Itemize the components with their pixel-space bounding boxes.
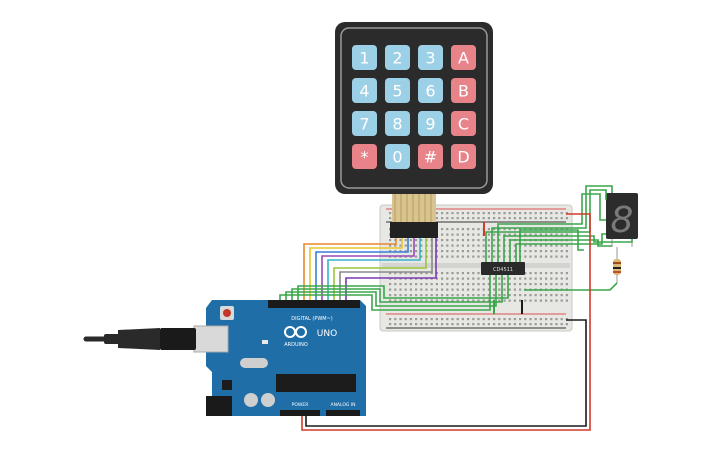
- wire-green-10: [515, 233, 606, 262]
- capacitor: [244, 393, 258, 407]
- keypad-key-label: *: [361, 148, 369, 167]
- power-header: [280, 410, 320, 416]
- atmega-chip: [276, 374, 356, 392]
- keypad-key-7[interactable]: 7: [352, 111, 377, 136]
- usb-cable[interactable]: [83, 325, 229, 353]
- arduino-uno[interactable]: DIGITAL (PWM~) ARDUINO UNO POWER ANALOG …: [206, 300, 366, 416]
- keypad-key-label: 6: [425, 82, 435, 101]
- wire-green-12: [524, 282, 618, 291]
- keypad-key-label: C: [458, 115, 469, 134]
- keypad-key-label: A: [458, 49, 469, 68]
- wire-green-5: [485, 189, 607, 262]
- keypad-key-8[interactable]: 8: [385, 111, 410, 136]
- keypad[interactable]: 1 2 3 A 4 5 6 B 7 8 9 C * 0 # D: [335, 22, 493, 238]
- keypad-key-hash[interactable]: #: [418, 144, 443, 169]
- keypad-key-6[interactable]: 6: [418, 78, 443, 103]
- keypad-key-c[interactable]: C: [451, 111, 476, 136]
- ic-cd4511[interactable]: CD4511: [481, 262, 525, 275]
- keypad-ribbon: [390, 194, 438, 238]
- keypad-key-label: 7: [359, 115, 369, 134]
- wire-green-7: [497, 193, 606, 262]
- keypad-key-3[interactable]: 3: [418, 45, 443, 70]
- keypad-key-9[interactable]: 9: [418, 111, 443, 136]
- analog-label: ANALOG IN: [330, 402, 355, 408]
- keypad-key-5[interactable]: 5: [385, 78, 410, 103]
- wire-green-6: [491, 185, 613, 262]
- ic-label: CD4511: [493, 267, 513, 273]
- wire-green-11: [519, 229, 584, 262]
- keypad-key-star[interactable]: *: [352, 144, 377, 169]
- wire-green-9: [509, 239, 612, 262]
- wires: [279, 185, 633, 431]
- keypad-key-label: 4: [359, 82, 369, 101]
- keypad-key-label: 2: [392, 49, 402, 68]
- breadboard-holes: [389, 212, 568, 326]
- keypad-key-label: #: [424, 148, 437, 167]
- wire-purple: [321, 238, 415, 300]
- wire-black-ground: [305, 319, 587, 427]
- capacitor: [261, 393, 275, 407]
- crystal: [240, 358, 268, 368]
- resistor[interactable]: [613, 247, 621, 283]
- power-label: POWER: [292, 402, 309, 408]
- keypad-key-d[interactable]: D: [451, 144, 476, 169]
- keypad-key-label: 5: [392, 82, 402, 101]
- arduino-logo: ARDUINO UNO: [284, 326, 337, 348]
- keypad-key-label: 0: [392, 148, 402, 167]
- wire-red-power: [301, 213, 591, 431]
- keypad-key-2[interactable]: 2: [385, 45, 410, 70]
- wire-green-8: [503, 235, 633, 262]
- keypad-key-4[interactable]: 4: [352, 78, 377, 103]
- seven-segment-display[interactable]: 8: [606, 193, 638, 247]
- power-jack[interactable]: [206, 396, 232, 416]
- keypad-key-label: D: [457, 148, 469, 167]
- wire-green-2: [285, 275, 497, 307]
- wire-lime: [333, 238, 427, 300]
- keypad-key-b[interactable]: B: [451, 78, 476, 103]
- keypad-key-a[interactable]: A: [451, 45, 476, 70]
- wire-green-4: [297, 275, 509, 300]
- keypad-key-label: 3: [425, 49, 435, 68]
- keypad-key-label: B: [458, 82, 469, 101]
- arduino-brand: ARDUINO: [284, 342, 308, 348]
- wire-orange: [303, 238, 397, 300]
- keypad-key-1[interactable]: 1: [352, 45, 377, 70]
- wire-yellow: [309, 238, 403, 300]
- seven-segment-digit: 8: [611, 200, 634, 241]
- digital-header: [268, 300, 360, 308]
- analog-header: [326, 410, 360, 416]
- keypad-key-label: 8: [392, 115, 402, 134]
- arduino-model: UNO: [317, 329, 337, 339]
- wire-green-1: [279, 275, 491, 311]
- keypad-key-0[interactable]: 0: [385, 144, 410, 169]
- wire-cyan: [327, 238, 421, 300]
- wire-blue: [315, 238, 409, 300]
- usb-port: [193, 325, 229, 353]
- digital-header-label: DIGITAL (PWM~): [291, 316, 333, 322]
- keypad-key-label: 9: [425, 115, 435, 134]
- keypad-key-label: 1: [359, 49, 369, 68]
